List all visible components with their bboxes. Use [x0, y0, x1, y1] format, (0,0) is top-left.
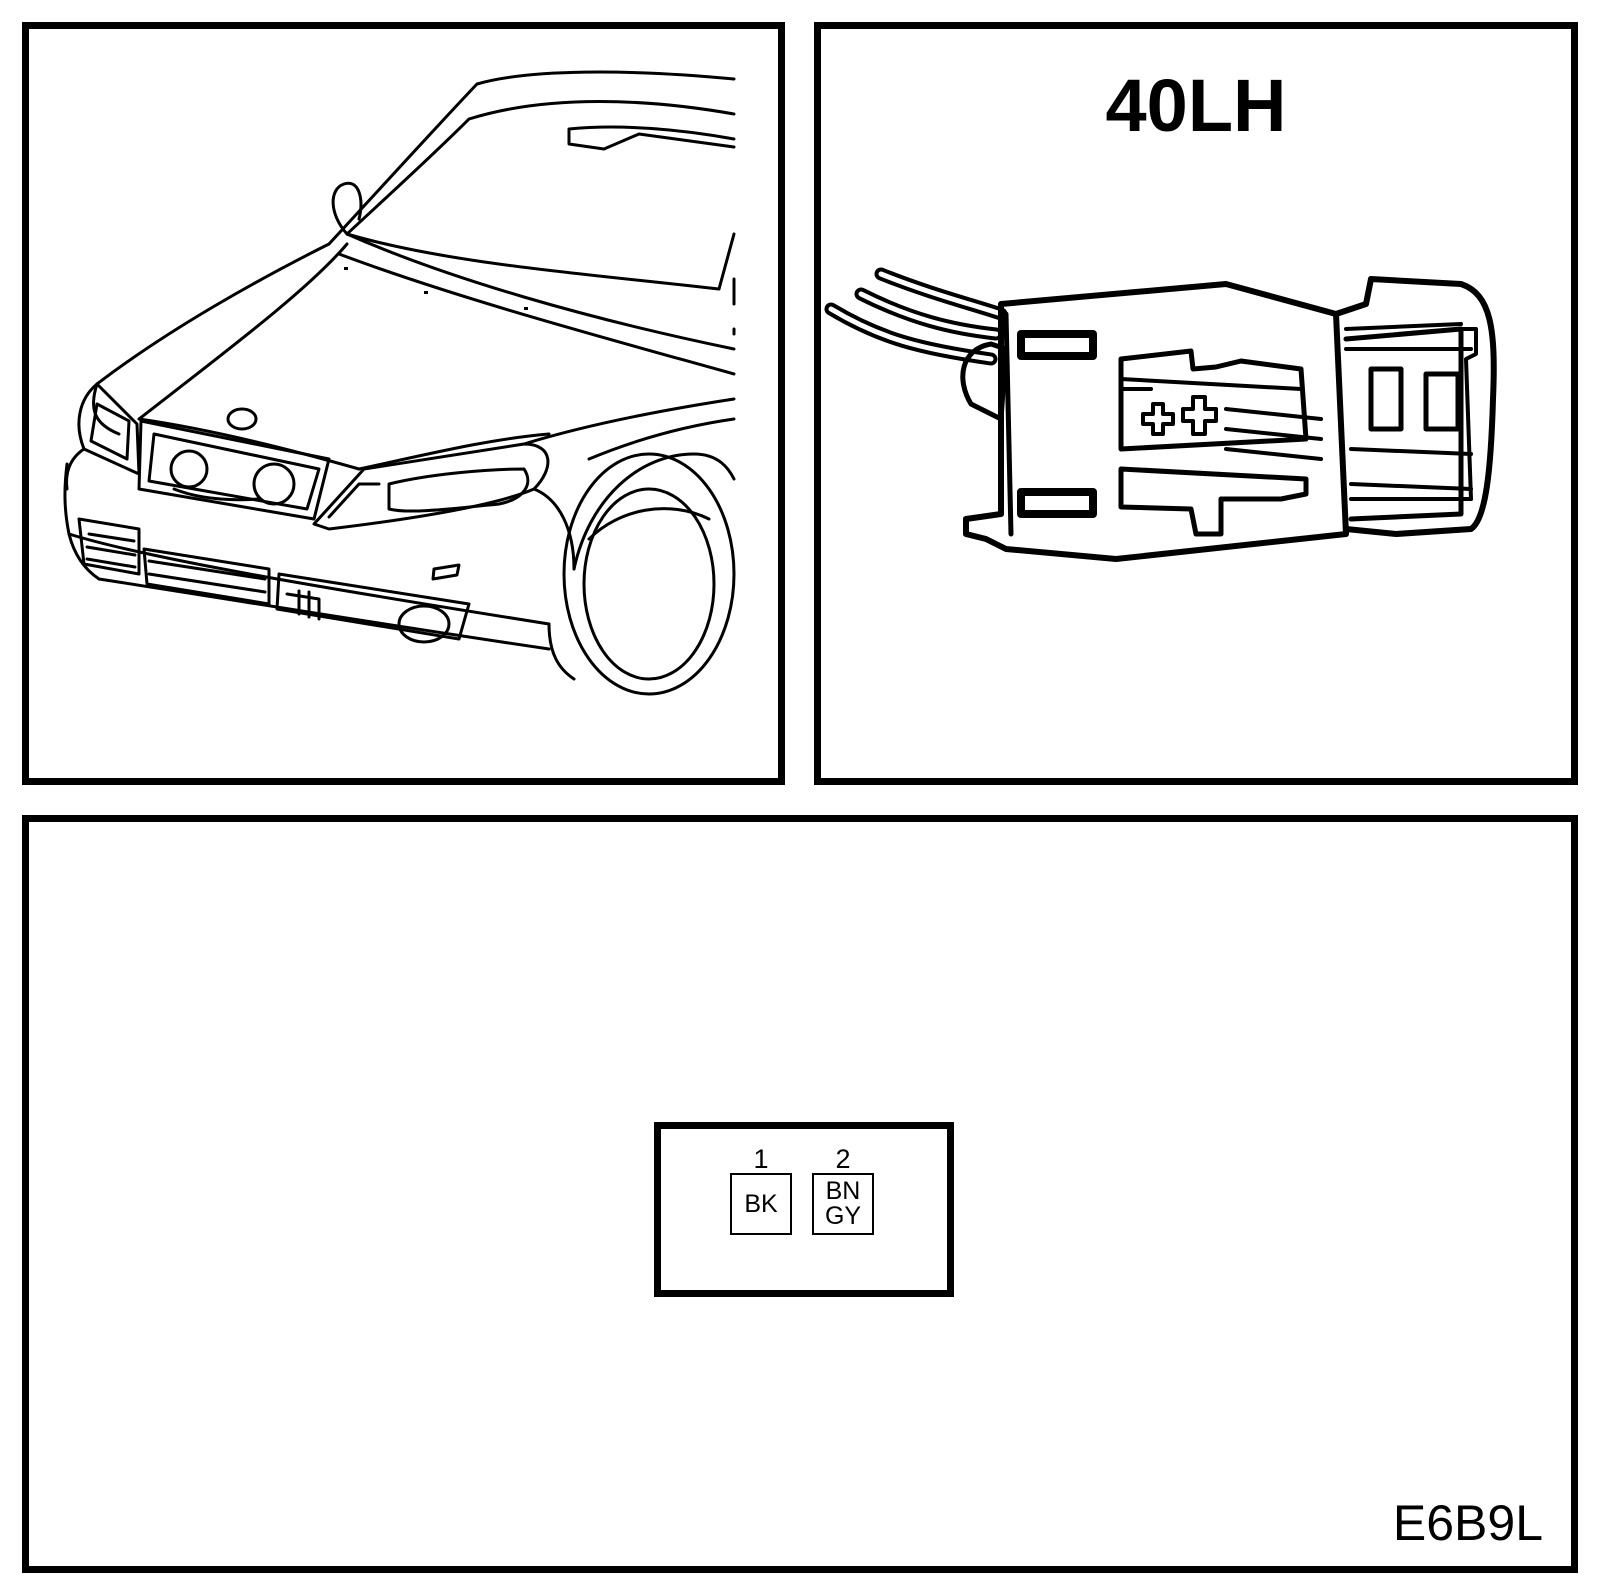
- connector-title: 40LH: [1105, 64, 1287, 147]
- pinout-panel: 1 BK 2 BN GY E6B9L: [22, 815, 1578, 1573]
- wire-color-label: BN: [825, 1177, 861, 1205]
- connector-face: 1 BK 2 BN GY: [654, 1122, 954, 1297]
- pin-2: 2 BN GY: [812, 1145, 874, 1235]
- connector-view-panel: 40LH: [814, 22, 1578, 785]
- figure-code: E6B9L: [1392, 1495, 1543, 1551]
- connector-illustration: [824, 267, 1497, 562]
- wire-color-label: GY: [824, 1202, 862, 1230]
- pin-wire-color-cell: BN GY: [812, 1173, 874, 1235]
- pin-number: 2: [835, 1144, 851, 1174]
- vehicle-front-illustration: [63, 70, 736, 696]
- pin-1: 1 BK: [730, 1145, 792, 1235]
- wire-color-label: BK: [744, 1189, 778, 1218]
- vehicle-location-panel: [22, 22, 785, 785]
- pin-wire-color-cell: BK: [730, 1173, 792, 1235]
- pin-number: 1: [753, 1144, 769, 1174]
